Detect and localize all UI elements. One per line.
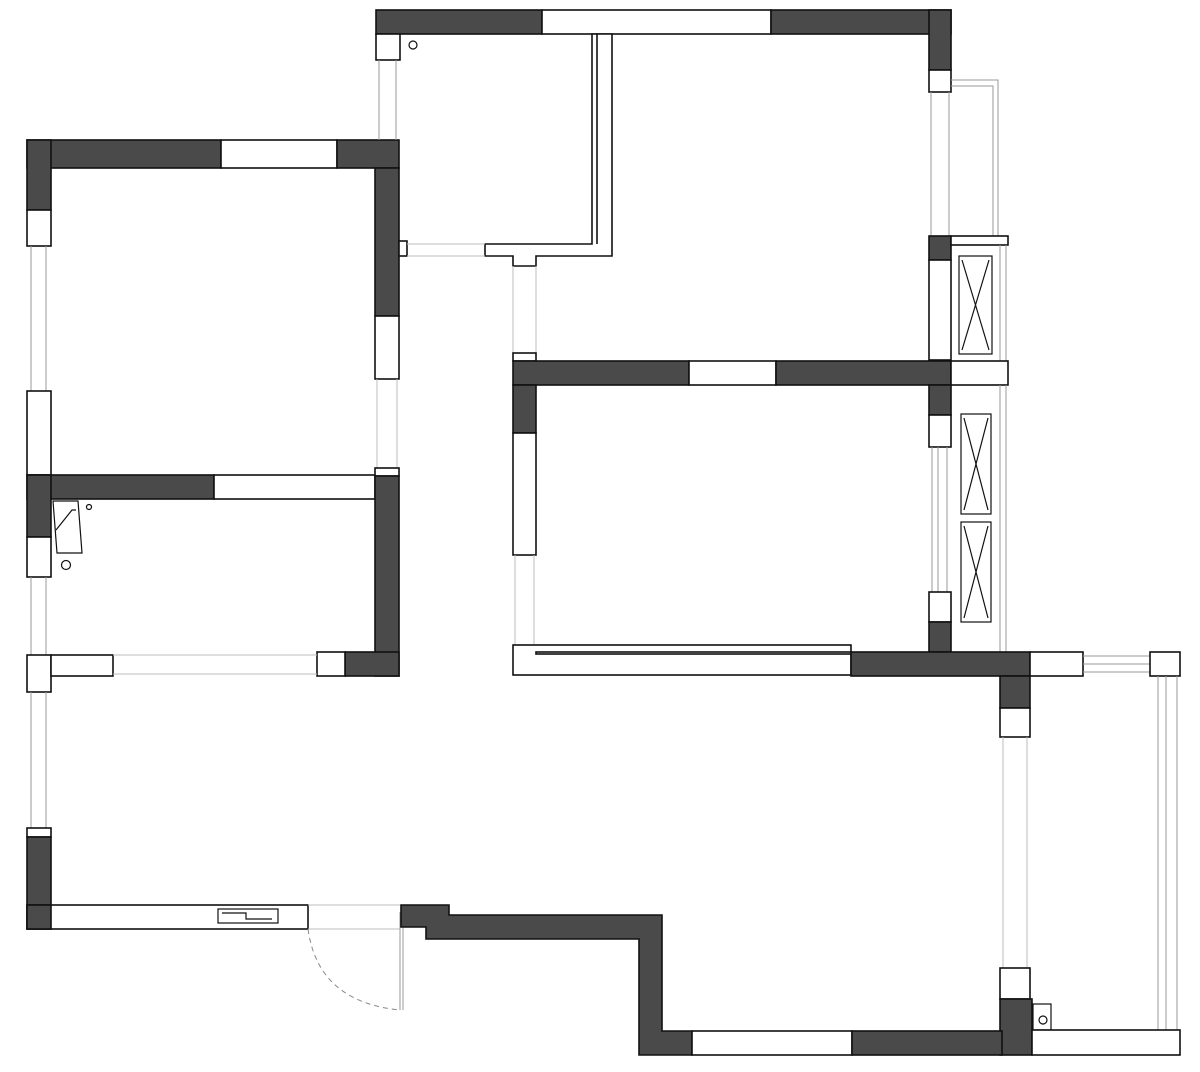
ledge: [950, 360, 1009, 386]
wall-stub: [928, 414, 952, 448]
wall-segment: [26, 474, 215, 500]
wall-stub: [535, 651, 852, 655]
wall-stub: [26, 827, 52, 838]
wall-segment: [375, 9, 543, 35]
wall-stub: [374, 315, 400, 380]
wall-segment: [336, 139, 400, 169]
wall-stub: [999, 707, 1031, 738]
room-balcony-right: [999, 651, 1181, 1056]
cabinet-cross-icon: [963, 525, 989, 619]
window-frame: [691, 1030, 853, 1056]
wall-stub: [1029, 651, 1084, 677]
wall-stub: [375, 33, 401, 61]
wall-segment: [928, 235, 952, 261]
wall-stub: [374, 467, 400, 477]
wall-stub: [26, 654, 52, 693]
drain-icon: [408, 40, 418, 50]
shoe-cabinet-detail: [222, 912, 272, 920]
window-frame: [688, 360, 777, 386]
wall-stub: [26, 390, 52, 476]
wall-stub: [398, 240, 408, 257]
bay-window-line: [951, 79, 999, 236]
wall-segment: [344, 651, 400, 677]
room-bathroom-left: [26, 467, 400, 693]
wall-segment: [26, 139, 222, 169]
wall-stub: [928, 259, 952, 361]
wall-segment: [851, 1030, 1003, 1056]
wall-segment: [928, 621, 952, 653]
partition-wall: [484, 33, 613, 267]
room-bedroom-left-top: [26, 139, 400, 476]
shoe-cabinet-fixture: [217, 908, 279, 924]
cabinet-cross-icon: [963, 417, 989, 511]
toilet-fixture-detail: [55, 509, 76, 531]
wall-stub: [999, 967, 1031, 1000]
floor-drain-icon: [85, 503, 93, 511]
wall-stub: [316, 651, 346, 677]
door-swing-arc: [307, 928, 401, 1011]
wall-stub: [26, 536, 52, 578]
room-bedroom-right-top: [928, 9, 1009, 362]
wall-stub: [928, 69, 952, 93]
wall-segment: [374, 167, 400, 317]
wall-segment: [999, 998, 1033, 1056]
bay-window-line: [951, 85, 994, 236]
wall-stub: [1149, 651, 1181, 677]
cabinet-cross-icon: [961, 259, 990, 351]
window-frame: [541, 9, 772, 35]
wall-segment: [26, 474, 52, 538]
wall-stub: [512, 352, 537, 362]
wall-segment: [374, 475, 400, 677]
floor-drain-icon: [60, 559, 72, 571]
wall-stub: [1031, 1029, 1181, 1056]
ledge: [950, 235, 1009, 246]
wall-stub: [928, 591, 952, 623]
wall-stub: [50, 654, 114, 677]
wall-segment: [850, 651, 1031, 677]
wall-stub: [512, 644, 852, 676]
window-frame: [220, 139, 338, 169]
wall-segment: [928, 384, 952, 416]
wall-segment: [26, 904, 52, 930]
wall-segment: [400, 904, 693, 1056]
wall-segment: [512, 360, 690, 386]
wall-stub: [512, 432, 537, 556]
window-frame: [213, 474, 376, 500]
toilet-fixture: [52, 500, 83, 554]
wall-segment: [26, 139, 52, 211]
room-living-dining: [26, 692, 1003, 1056]
room-kitchen-top: [375, 9, 952, 353]
wall-segment: [928, 9, 952, 71]
wall-segment: [775, 360, 952, 386]
wall-segment: [512, 384, 537, 434]
room-bedroom-right-middle: [512, 352, 1031, 738]
wall-segment: [770, 9, 952, 35]
wall-stub: [26, 209, 52, 247]
wall-segment: [999, 675, 1031, 709]
drain-icon: [1038, 1015, 1048, 1025]
